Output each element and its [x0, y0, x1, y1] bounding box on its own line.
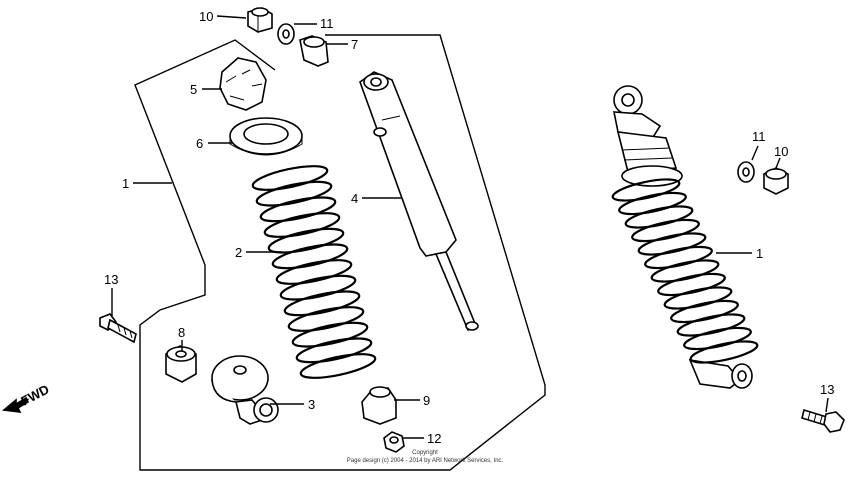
callout-1: 1 [122, 176, 129, 191]
part-10-nut [247, 7, 273, 33]
assembly-outline [134, 34, 546, 471]
callout-8: 8 [178, 325, 185, 340]
spring-coil [283, 290, 361, 317]
callout-1-right: 1 [756, 246, 763, 261]
spring-coil [624, 205, 694, 229]
spring-coil [637, 232, 707, 256]
fwd-arrow: FWD [2, 382, 52, 413]
leader-lines [111, 15, 829, 439]
spring-coil [611, 178, 681, 202]
part-8-bushing [165, 345, 197, 383]
part-2-spring [251, 165, 377, 379]
callout-11: 11 [320, 16, 334, 31]
spring-coil [689, 340, 759, 364]
spring-coil [676, 313, 746, 337]
part-11-washer-right [737, 161, 755, 183]
callout-10: 10 [199, 9, 213, 24]
part-5-stopper [219, 57, 267, 111]
assembled-shock [613, 85, 753, 389]
spring-coil [263, 212, 341, 238]
callout-5: 5 [190, 82, 197, 97]
fwd-label: FWD [18, 382, 51, 409]
callout-12: 12 [427, 431, 441, 446]
spring-coil [631, 218, 700, 243]
spring-coil [291, 321, 369, 348]
part-9-bump-rubber [361, 386, 397, 425]
spring-coil [279, 274, 357, 301]
part-4-damper [359, 71, 479, 332]
callout-13-right: 13 [820, 382, 834, 397]
part-6-seat [229, 117, 303, 156]
part-3-lower-joint [211, 355, 279, 425]
callout-13: 13 [104, 272, 118, 287]
spring-coil [683, 326, 752, 351]
spring-coil [663, 286, 733, 310]
assembled-spring [611, 178, 759, 364]
spring-coil [299, 353, 377, 379]
spring-coil [650, 259, 720, 283]
spring-coil [271, 243, 349, 270]
callout-11-right: 11 [752, 129, 766, 144]
part-7-bushing [299, 35, 329, 67]
spring-coil [295, 337, 373, 364]
copyright-line-1: Copyright [412, 450, 438, 456]
part-13-bolt-left [99, 313, 137, 344]
spring-coil [255, 180, 333, 207]
spring-coil [267, 227, 345, 254]
spring-coil [644, 245, 713, 270]
spring-coil [275, 259, 353, 285]
callout-3: 3 [308, 397, 315, 412]
spring-coil [618, 191, 687, 216]
callout-4: 4 [351, 191, 358, 206]
callout-6: 6 [196, 136, 203, 151]
callout-9: 9 [423, 393, 430, 408]
spring-coil [657, 272, 726, 297]
spring-coil [259, 196, 337, 223]
part-11-washer [277, 23, 295, 45]
callout-2: 2 [235, 245, 242, 260]
spring-coil [670, 299, 739, 324]
part-13-bolt-right [801, 408, 845, 433]
copyright-line-2: Page design (c) 2004 - 2014 by ARI Netwo… [347, 458, 504, 464]
callout-10-right: 10 [774, 144, 788, 159]
part-12-nut [383, 431, 405, 453]
part-10-nut-right [763, 167, 789, 195]
spring-coil [251, 165, 329, 191]
spring-coil [287, 306, 365, 332]
callout-7: 7 [351, 37, 358, 52]
